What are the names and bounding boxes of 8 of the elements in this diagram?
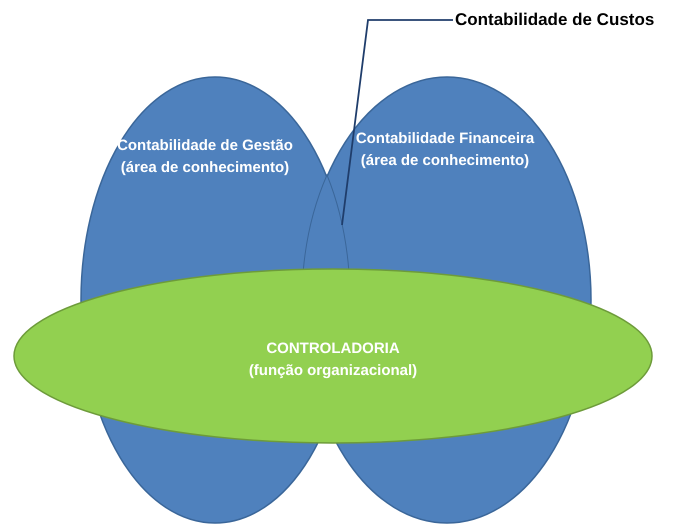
ellipse-subtitle: (área de conhecimento) bbox=[360, 151, 530, 171]
ellipse-subtitle: (função organizacional) bbox=[248, 361, 418, 381]
ellipse-heading: Contabilidade de Gestão bbox=[116, 136, 294, 156]
ellipse-subtitle: (área de conhecimento) bbox=[120, 158, 290, 178]
leader-line bbox=[341, 19, 453, 226]
ellipse-heading: CONTROLADORIA bbox=[265, 339, 401, 359]
ellipse-heading: Contabilidade Financeira bbox=[354, 129, 536, 149]
callout-text: Contabilidade de Custos bbox=[455, 10, 654, 30]
